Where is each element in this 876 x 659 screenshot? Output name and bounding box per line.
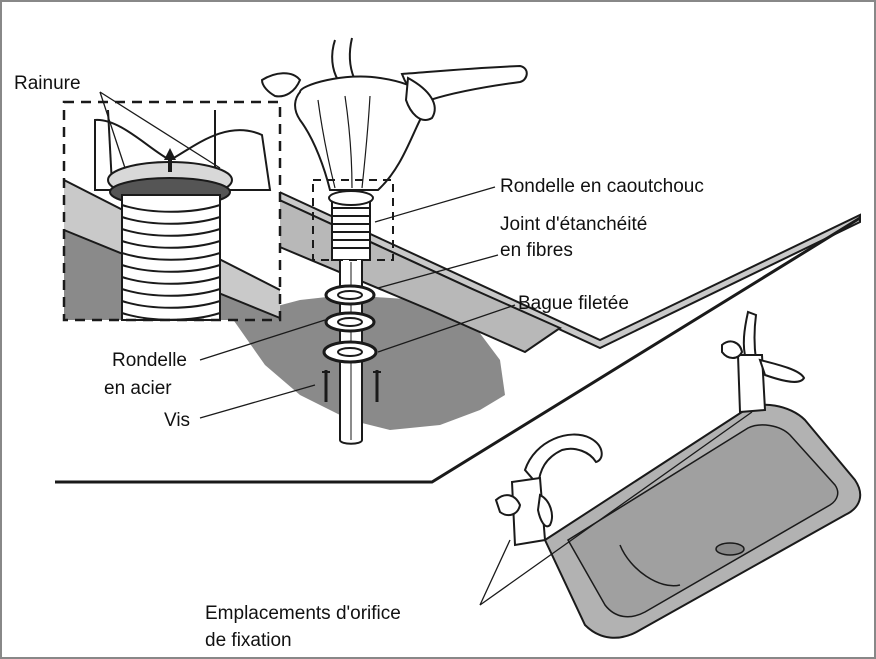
- sink-icon: [543, 403, 862, 639]
- detail-box-small: [312, 179, 394, 261]
- label-rondelle-acier-line2: en acier: [104, 378, 172, 399]
- cutaway-separator-line: [55, 216, 861, 484]
- label-emplacements-line1: Emplacements d'orifice: [205, 603, 401, 624]
- label-vis: Vis: [164, 410, 191, 431]
- counter-shadow: [232, 295, 505, 430]
- label-joint-line1: Joint d'étanchéité: [500, 214, 648, 235]
- leader-lines: [99, 91, 753, 606]
- label-rondelle-acier-line1: Rondelle: [112, 350, 187, 371]
- detail-inset: [62, 100, 282, 322]
- faucet-icon: [260, 37, 528, 445]
- label-emplacements-line2: de fixation: [205, 630, 292, 651]
- label-rainure: Rainure: [14, 73, 81, 94]
- label-joint-line2: en fibres: [500, 240, 573, 261]
- faucet-icon: [721, 310, 806, 414]
- label-rondelle-caoutchouc: Rondelle en caoutchouc: [500, 176, 704, 197]
- label-bague: Bague filetée: [518, 293, 629, 314]
- faucet-icon: [494, 433, 603, 547]
